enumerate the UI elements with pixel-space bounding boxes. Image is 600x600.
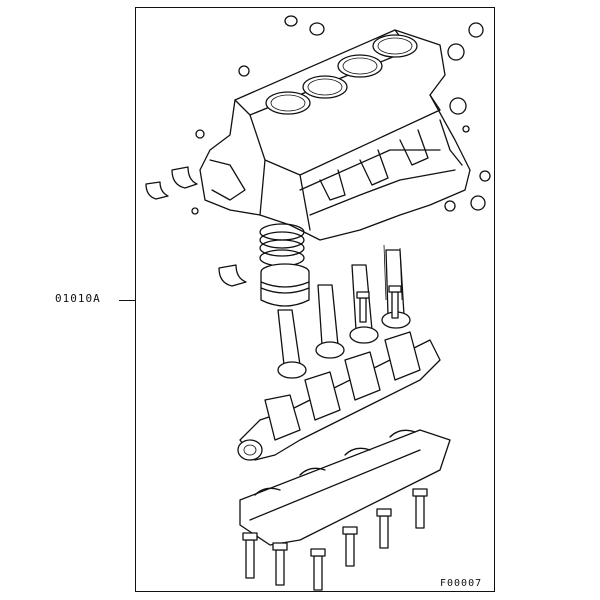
bearing-cap-ladder [239, 429, 451, 546]
piston-rings [259, 223, 305, 267]
callout-leader-line [119, 300, 135, 301]
core-plugs [191, 15, 491, 215]
cylinder-block [199, 29, 471, 241]
cylinder-bores [265, 34, 418, 115]
figure-code: F00007 [440, 578, 483, 589]
cap-bolts [242, 285, 428, 591]
diagram-frame [135, 7, 495, 592]
crankshaft [237, 331, 441, 461]
piston [260, 263, 310, 307]
bearing-shells [145, 166, 247, 287]
part-number-callout: 01010A [55, 292, 101, 305]
